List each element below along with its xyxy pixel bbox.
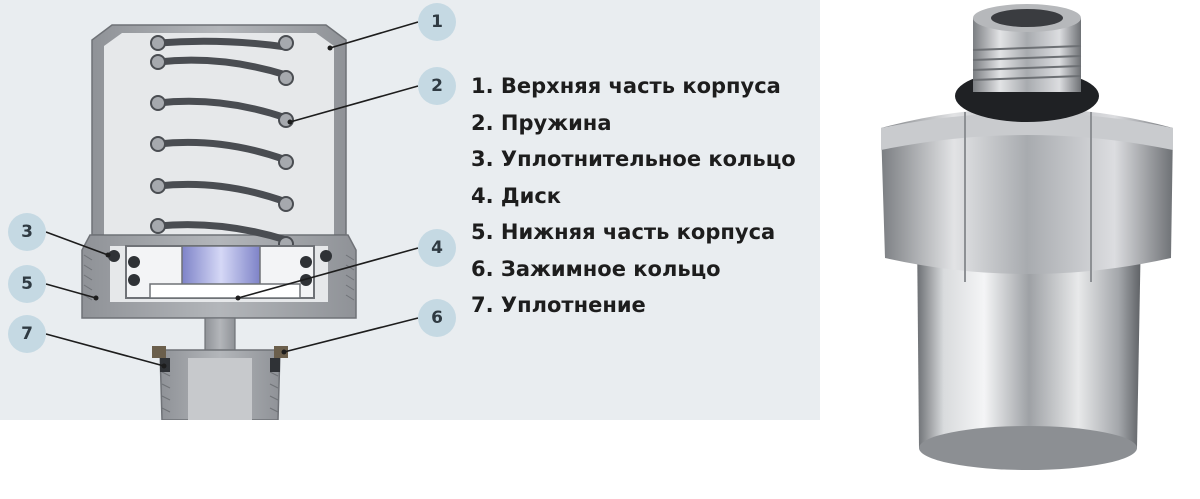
parts-legend: 1. Верхняя часть корпуса 2. Пружина 3. У…: [471, 68, 796, 324]
legend-item-2: 2. Пружина: [471, 110, 612, 135]
legend-item-5: 5. Нижняя часть корпуса: [471, 220, 776, 244]
callout-1: 1: [418, 3, 456, 41]
o-rings: [108, 250, 332, 286]
callout-3: 3: [8, 213, 46, 251]
legend-item-1: 1. Верхняя часть корпуса: [471, 74, 781, 98]
callout-4: 4: [418, 229, 456, 267]
spring: [154, 37, 290, 244]
clamp-ring-right: [274, 346, 288, 358]
legend-item-4: 4. Диск: [471, 183, 562, 208]
disk-body: [181, 245, 261, 291]
callout-5: 5: [8, 265, 46, 303]
valve-cross-section: [45, 21, 419, 420]
diagram-panel: 1 2 3 4 5 6 7 1. Верхняя часть корпуса 2…: [0, 0, 820, 420]
callout-6: 6: [418, 299, 456, 337]
air-vent-valve-photo: [881, 4, 1173, 470]
legend-item-7: 7. Уплотнение: [471, 293, 646, 317]
seal-right: [270, 358, 280, 372]
callout-7: 7: [8, 315, 46, 353]
nozzle-bore: [188, 358, 252, 420]
callout-2: 2: [418, 67, 456, 105]
stem: [204, 317, 236, 355]
legend-item-6: 6. Зажимное кольцо: [471, 256, 721, 281]
disk: [149, 283, 301, 299]
clamp-ring-left: [152, 346, 166, 358]
legend-item-3: 3. Уплотнительное кольцо: [471, 147, 796, 171]
